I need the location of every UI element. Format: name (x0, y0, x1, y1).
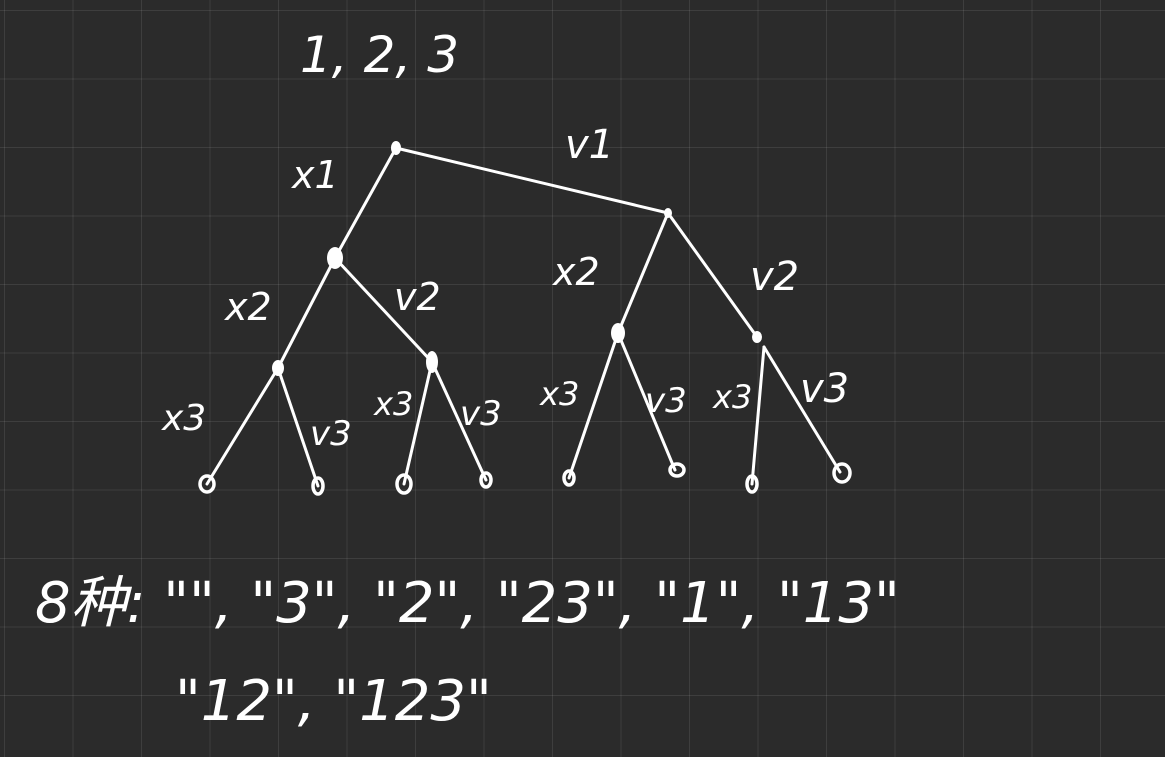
leaf-node-7 (745, 474, 759, 494)
label-x1: x1 (291, 153, 339, 197)
label-x3-c: x3 (539, 375, 579, 413)
label-v3-d: v3 (800, 366, 849, 412)
leaf-node-2 (311, 476, 325, 496)
result-line-1: 8种: "", "3", "2", "23", "1", "13" (35, 571, 900, 636)
edge-d-x3 (750, 345, 766, 486)
edge-c-v3 (616, 331, 677, 472)
node-v1-v2 (752, 331, 762, 343)
edge-c-x3 (567, 331, 620, 480)
label-v2-right: v2 (750, 254, 799, 300)
label-x3-b: x3 (373, 385, 413, 423)
edge-root-v1 (394, 146, 670, 215)
leaf-node-4 (479, 471, 493, 489)
edge-root-x1 (333, 146, 398, 260)
edge-a-v3 (276, 366, 320, 488)
node-x1 (327, 247, 343, 269)
edge-b-v3 (430, 360, 488, 482)
label-v2-left: v2 (394, 275, 441, 319)
edge-x1-v2 (333, 256, 434, 364)
edge-x1-x2 (276, 256, 337, 370)
leaf-node-3 (395, 473, 413, 495)
label-v3-c: v3 (645, 381, 687, 421)
edge-v1-v2 (666, 211, 759, 339)
edge-b-x3 (402, 360, 434, 486)
leaf-node-5 (562, 469, 576, 487)
root-node (391, 141, 401, 155)
label-x3-d: x3 (712, 378, 752, 416)
node-v1 (664, 208, 672, 218)
node-x1-x2 (272, 360, 284, 376)
title-text: 1, 2, 3 (300, 26, 459, 84)
label-x3-a: x3 (161, 398, 206, 439)
label-v1: v1 (565, 122, 614, 168)
result-line-2: "12", "123" (175, 669, 492, 734)
leaf-node-8 (832, 462, 852, 484)
node-v1-x2 (611, 323, 625, 343)
label-v3-b: v3 (460, 394, 502, 434)
edge-d-v3 (762, 345, 842, 474)
edge-a-x3 (205, 366, 280, 486)
label-v3-a: v3 (310, 414, 352, 454)
leaf-node-6 (668, 462, 686, 478)
leaf-node-1 (198, 474, 216, 494)
edge-v1-x2 (616, 211, 670, 335)
node-x1-v2 (426, 351, 438, 373)
label-x2-right: x2 (552, 250, 600, 294)
label-x2-left: x2 (224, 285, 272, 329)
